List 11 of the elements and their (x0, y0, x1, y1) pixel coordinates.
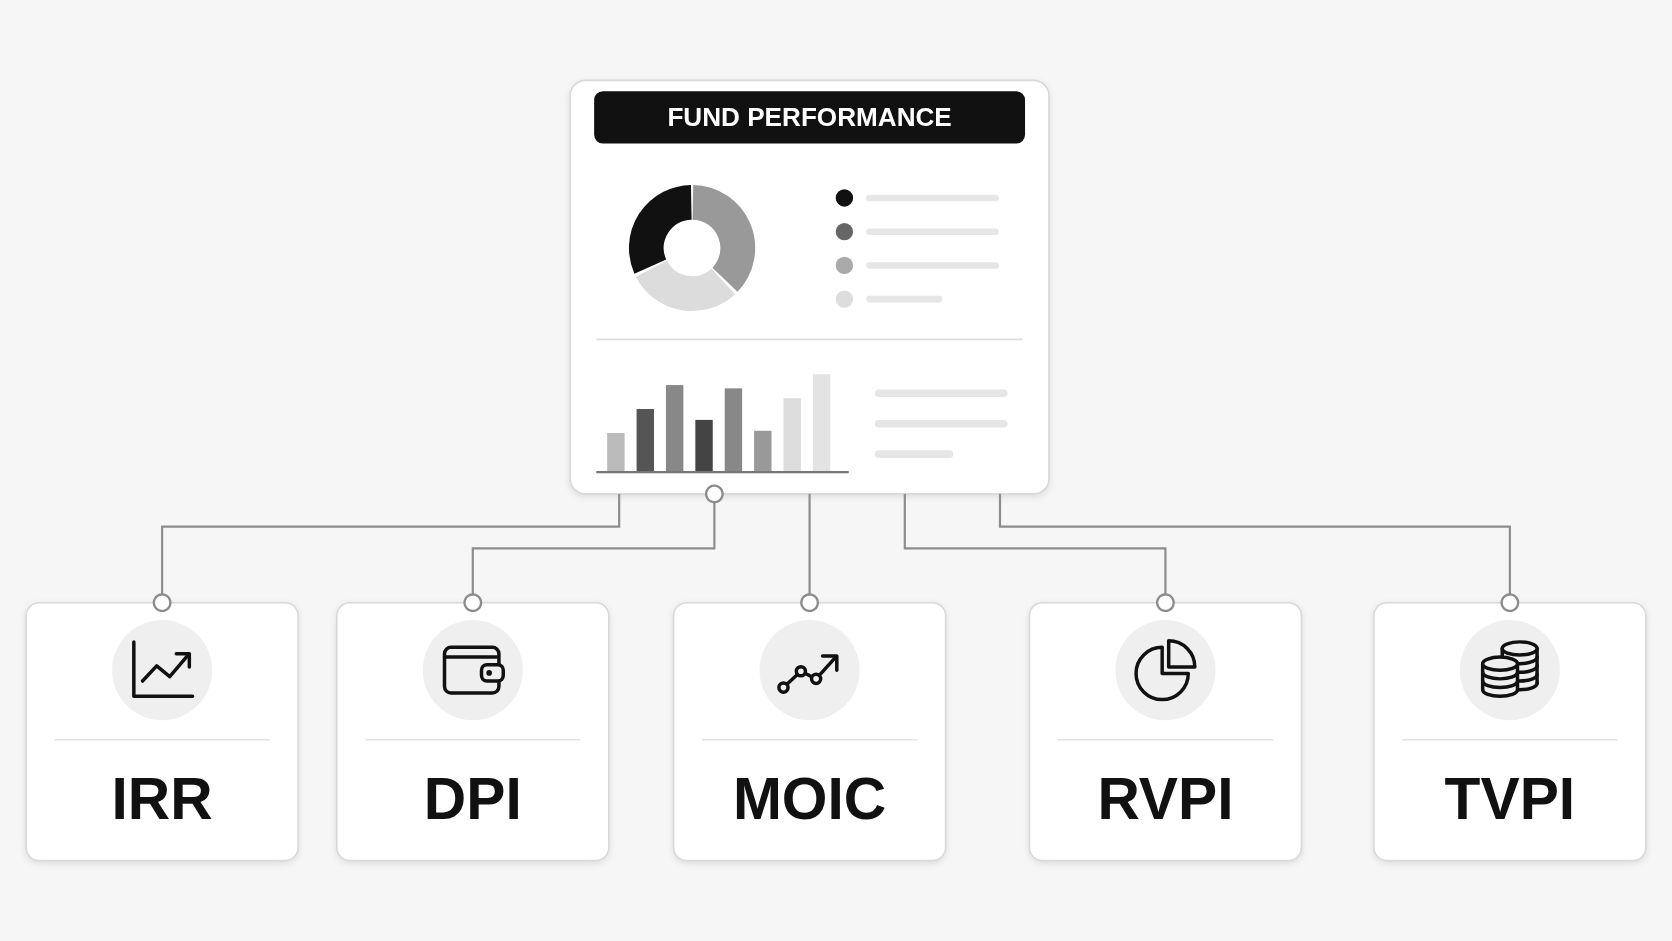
node-box: RVPI (1028, 601, 1303, 862)
node-box: MOIC (672, 601, 947, 862)
connector (800, 493, 819, 613)
connector (152, 493, 621, 613)
node-box: IRR (25, 601, 299, 862)
connector (903, 493, 1175, 613)
node-box: TVPI (1373, 601, 1647, 862)
connector (463, 484, 724, 613)
node-box: DPI (335, 601, 610, 862)
node-box: FUND PERFORMANCE (569, 79, 1050, 495)
connector (998, 493, 1520, 613)
